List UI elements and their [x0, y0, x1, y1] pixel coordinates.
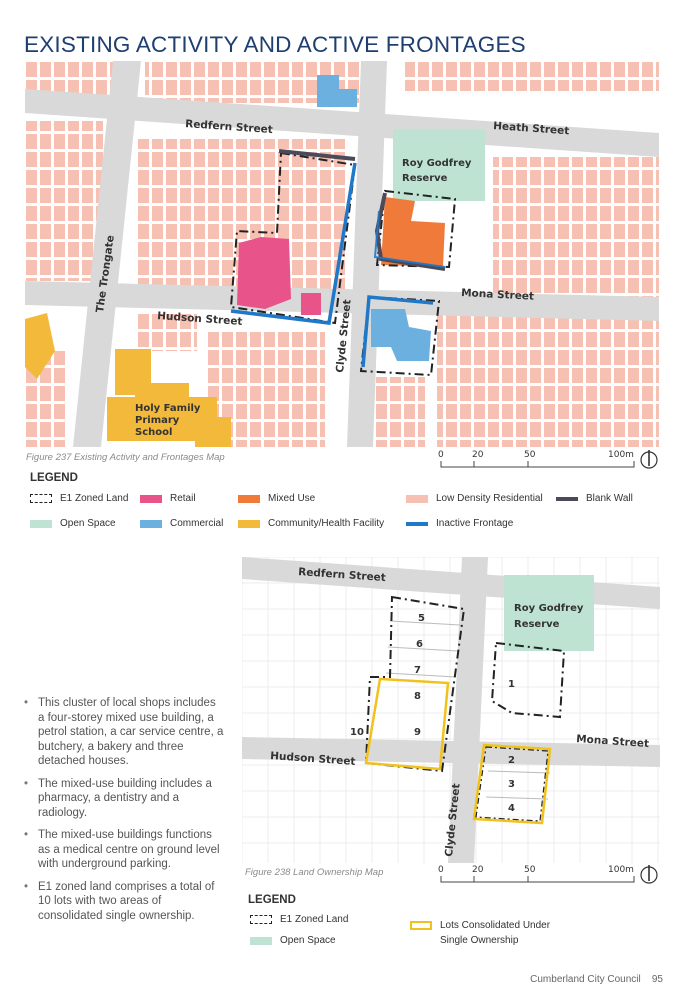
- scale-bar-1: 0 20 50 100m: [438, 450, 658, 469]
- legend-2-e1-zoned: E1 Zoned Land: [250, 914, 348, 925]
- scale-20: 20: [472, 865, 484, 875]
- activity-frontages-map: Redfern Street Heath Street The Trongate…: [25, 61, 659, 447]
- legend-label: Retail: [170, 493, 196, 504]
- legend-label: Mixed Use: [268, 493, 316, 504]
- lot-number: 8: [414, 691, 421, 702]
- legend-label-line2: Single Ownership: [440, 935, 519, 946]
- legend-2-open-space: Open Space: [250, 935, 336, 946]
- land-ownership-map: Redfern Street Hudson Street Mona Street…: [242, 557, 660, 863]
- figure-237-caption: Figure 237 Existing Activity and Frontag…: [26, 452, 225, 463]
- footer-org: Cumberland City Council: [530, 974, 641, 985]
- reserve-label-line2: Reserve: [402, 173, 448, 184]
- lot-number: 9: [414, 727, 421, 738]
- reserve-label-2-line2: Reserve: [514, 619, 560, 630]
- legend-label: Inactive Frontage: [436, 518, 514, 529]
- legend-commercial: Commercial: [140, 518, 223, 529]
- legend-retail: Retail: [140, 493, 196, 504]
- scale-0: 0: [438, 865, 444, 875]
- legend-label: Open Space: [280, 935, 336, 946]
- legend-label: E1 Zoned Land: [280, 914, 349, 925]
- street-label-mona: Mona Street: [461, 287, 534, 303]
- lot-number: 4: [508, 803, 515, 814]
- legend-e1-zoned: E1 Zoned Land: [30, 493, 128, 504]
- street-label-mona-2: Mona Street: [576, 733, 650, 750]
- scale-50: 50: [524, 450, 536, 460]
- legend-2-heading: LEGEND: [248, 894, 296, 906]
- page-footer: Cumberland City Council 95: [530, 974, 663, 985]
- legend-label: Low Density Residential: [436, 493, 543, 504]
- street-label-hudson: Hudson Street: [157, 310, 243, 328]
- page-number: 95: [651, 974, 663, 985]
- residential-swatch: [406, 494, 428, 503]
- street-label-heath: Heath Street: [493, 120, 570, 137]
- school-label-line2: Primary: [135, 415, 180, 426]
- legend-label: Lots Consolidated Under Single Ownership: [440, 918, 550, 948]
- legend-label: Commercial: [170, 518, 224, 529]
- legend-label: E1 Zoned Land: [60, 493, 129, 504]
- legend-open-space: Open Space: [30, 518, 116, 529]
- lot-number: 2: [508, 755, 515, 766]
- open-space-swatch: [30, 519, 52, 528]
- summary-bullets: This cluster of local shops includes a f…: [24, 696, 224, 931]
- dashed-boundary-icon: [250, 915, 272, 924]
- bullet-item: E1 zoned land comprises a total of 10 lo…: [24, 880, 224, 924]
- legend-label: Open Space: [60, 518, 116, 529]
- legend-low-density: Low Density Residential: [406, 493, 543, 504]
- scale-bar-2: 0 20 50 100m: [438, 865, 658, 884]
- lot-number: 10: [350, 727, 364, 738]
- reserve-label-line1: Roy Godfrey: [402, 158, 472, 169]
- open-space-swatch: [250, 936, 272, 945]
- scale-50: 50: [524, 865, 536, 875]
- page-title: EXISTING ACTIVITY AND ACTIVE FRONTAGES: [24, 32, 526, 57]
- lot-number: 7: [414, 665, 421, 676]
- legend-community: Community/Health Facility: [238, 518, 384, 529]
- scale-0: 0: [438, 450, 444, 460]
- legend-mixed-use: Mixed Use: [238, 493, 315, 504]
- school-label-line1: Holy Family: [135, 403, 201, 414]
- legend-label: Community/Health Facility: [268, 518, 385, 529]
- legend-2-consolidated: Lots Consolidated Under Single Ownership: [410, 918, 550, 948]
- dashed-boundary-icon: [30, 494, 52, 503]
- street-label-hudson-2: Hudson Street: [270, 750, 356, 768]
- legend-blank-wall: Blank Wall: [556, 493, 633, 504]
- figure-238-caption: Figure 238 Land Ownership Map: [245, 867, 384, 878]
- legend-inactive-frontage: Inactive Frontage: [406, 518, 513, 529]
- lot-number: 5: [418, 613, 425, 624]
- school-label-line3: School: [135, 427, 172, 438]
- mixed-use-swatch: [238, 494, 260, 503]
- lot-number: 3: [508, 779, 515, 790]
- scale-100: 100m: [608, 865, 634, 875]
- retail-swatch: [140, 494, 162, 503]
- lot-number: 6: [416, 639, 423, 650]
- legend-label-line1: Lots Consolidated Under: [440, 920, 551, 931]
- consolidated-swatch: [410, 921, 432, 930]
- commercial-swatch: [140, 519, 162, 528]
- inactive-frontage-swatch: [406, 521, 428, 526]
- bullet-item: This cluster of local shops includes a f…: [24, 696, 224, 769]
- legend-1-heading: LEGEND: [30, 472, 78, 484]
- scale-20: 20: [472, 450, 484, 460]
- bullet-item: The mixed-use building includes a pharma…: [24, 777, 224, 821]
- community-swatch: [238, 519, 260, 528]
- lot-number: 1: [508, 679, 515, 690]
- reserve-label-2-line1: Roy Godfrey: [514, 603, 584, 614]
- legend-label: Blank Wall: [586, 493, 633, 504]
- scale-100: 100m: [608, 450, 634, 460]
- bullet-item: The mixed-use buildings functions as a m…: [24, 828, 224, 872]
- blank-wall-swatch: [556, 496, 578, 501]
